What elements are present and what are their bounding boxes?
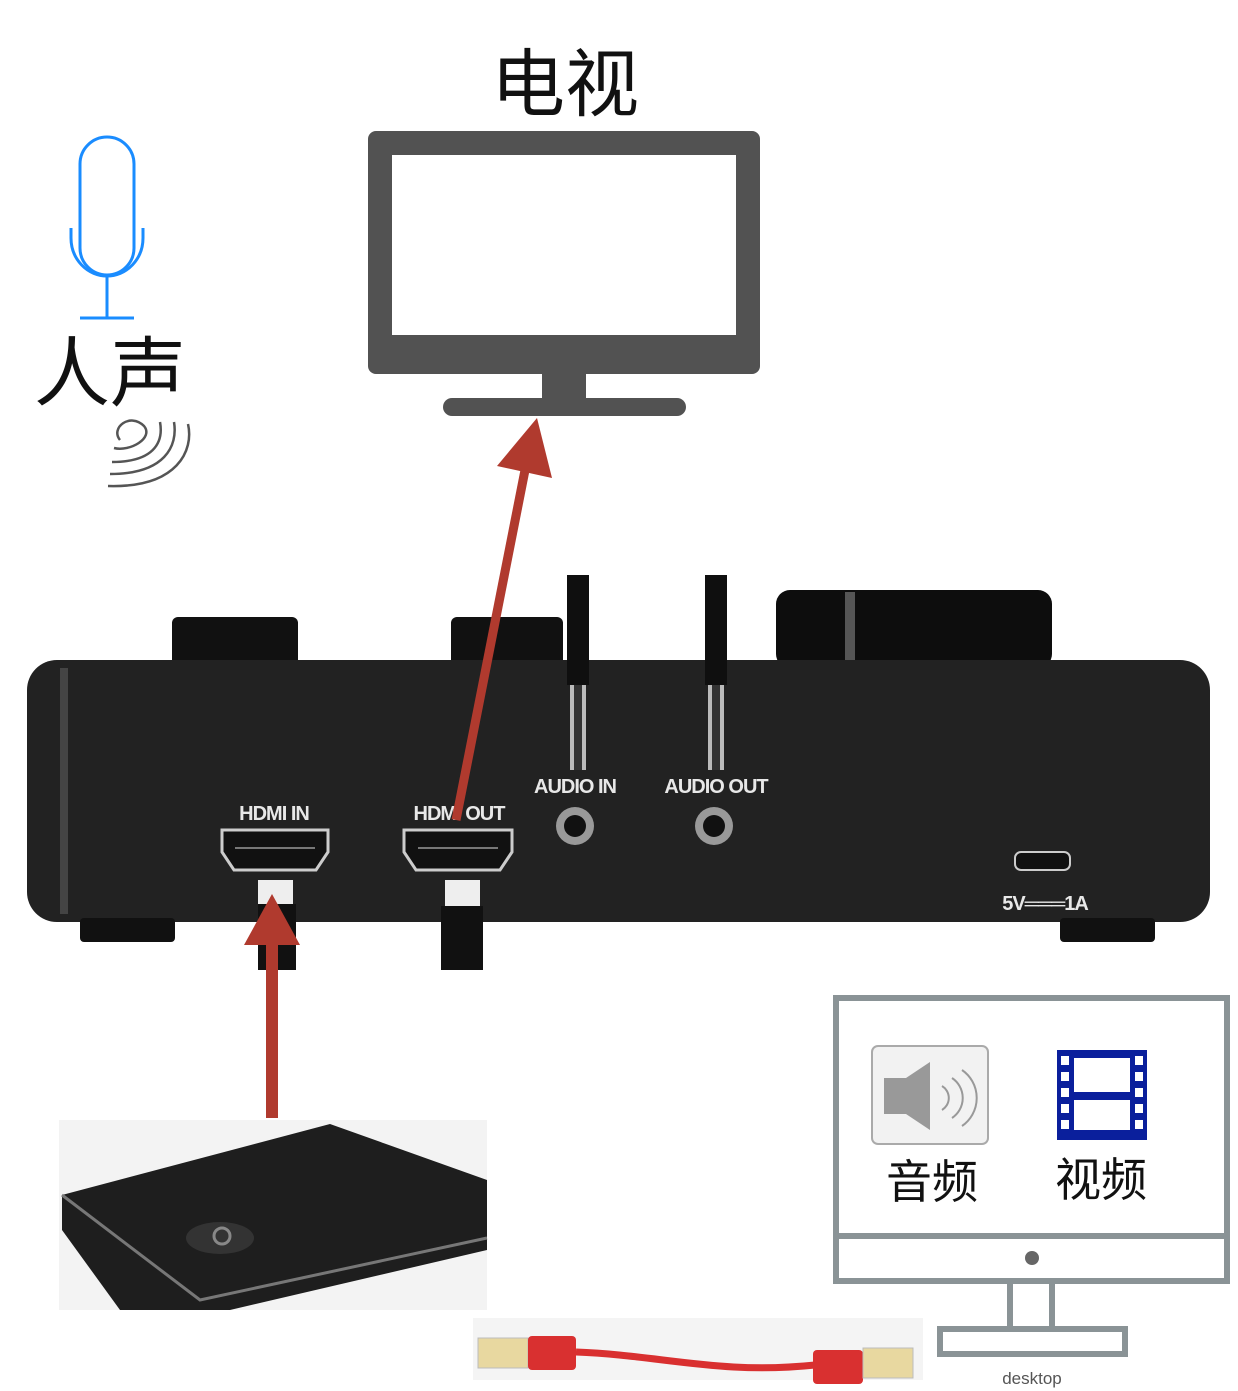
tv-icon bbox=[368, 131, 760, 416]
microphone-icon bbox=[69, 135, 145, 320]
audio-in-label: AUDIO IN bbox=[534, 776, 617, 798]
film-icon bbox=[1057, 1050, 1147, 1140]
desktop-monitor-icon bbox=[833, 995, 1230, 1357]
ethernet-cable bbox=[473, 1318, 923, 1384]
audio-out-label: AUDIO OUT bbox=[664, 776, 768, 798]
capture-device bbox=[27, 575, 1210, 970]
power-label: 5V═══1A bbox=[1002, 893, 1088, 915]
arrow-to-hdmi-in bbox=[244, 894, 300, 1118]
desktop-caption: desktop bbox=[1002, 1369, 1062, 1388]
arrow-to-tv bbox=[451, 418, 552, 821]
steam-link-device bbox=[59, 1120, 488, 1310]
hdmi-in-label: HDMI IN bbox=[239, 803, 309, 825]
sound-wave-icon bbox=[107, 419, 191, 488]
video-label: 视频 bbox=[1055, 1153, 1147, 1207]
voice-label: 人声 bbox=[34, 329, 186, 418]
speaker-icon bbox=[871, 1045, 989, 1145]
audio-label: 音频 bbox=[886, 1155, 978, 1209]
tv-title: 电视 bbox=[491, 42, 639, 128]
